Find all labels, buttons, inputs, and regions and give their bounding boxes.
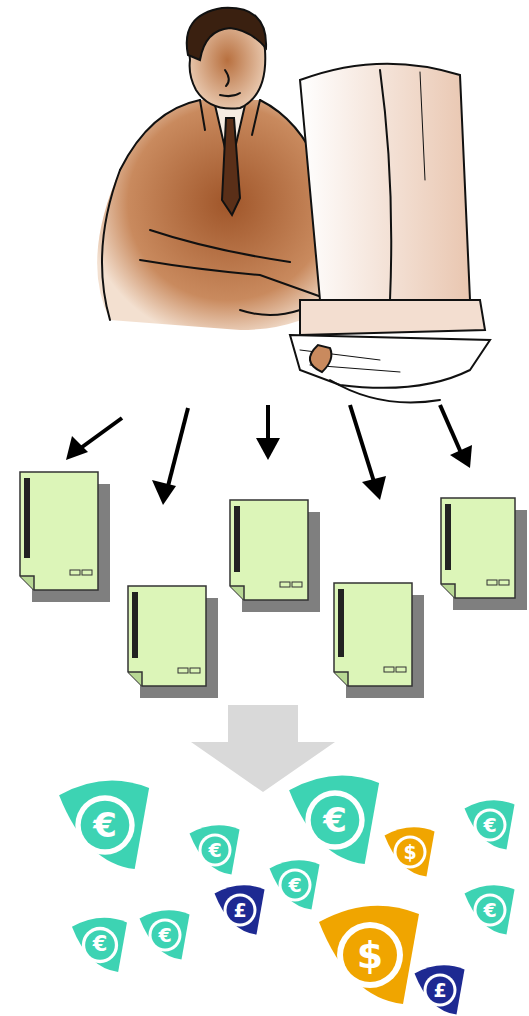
currency-symbol: € <box>477 812 504 839</box>
currency-symbol: € <box>152 922 179 949</box>
currency-symbol: € <box>81 801 130 850</box>
currency-symbol: € <box>202 837 229 864</box>
currency-symbol: € <box>477 897 504 924</box>
currency-symbol: $ <box>397 839 424 866</box>
man-at-computer <box>97 8 335 330</box>
currency-tag <box>59 776 514 1015</box>
document-icon <box>20 472 527 698</box>
block-arrow <box>191 705 335 792</box>
distribution-arrow <box>66 405 472 505</box>
currency-symbol: $ <box>343 928 397 982</box>
currency-symbol: £ <box>227 897 254 924</box>
currency-symbol: € <box>85 930 115 960</box>
currency-symbol: € <box>282 872 309 899</box>
currency-symbol: € <box>311 796 360 845</box>
computer <box>290 64 490 403</box>
currency-symbol: £ <box>427 977 454 1004</box>
